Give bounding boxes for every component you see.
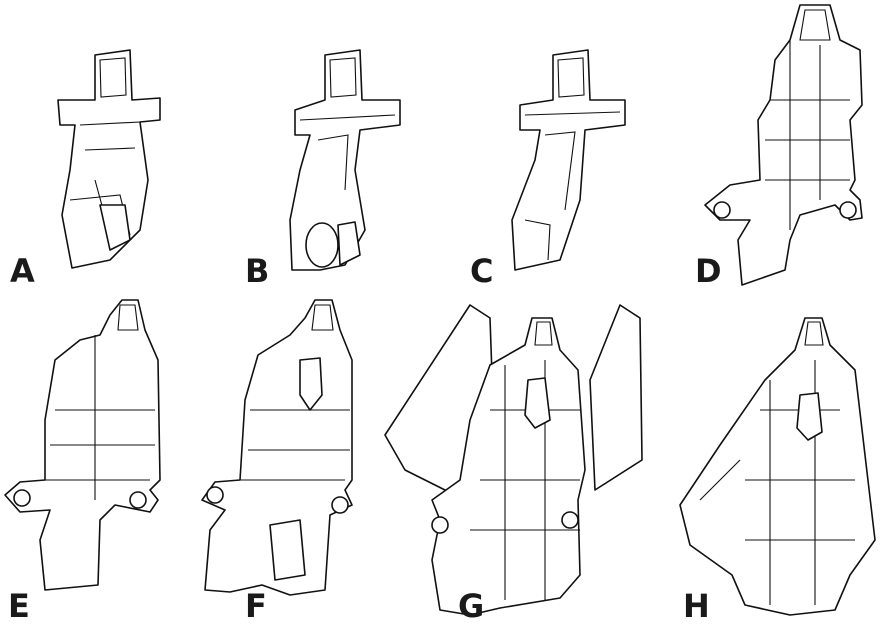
- figure-d: [704, 4, 863, 286]
- panel-label-h: H: [683, 587, 710, 625]
- panel-label-b: B: [245, 252, 270, 290]
- panel-label-g: G: [458, 587, 485, 625]
- figure-a: [57, 49, 161, 269]
- figure-c: [511, 49, 626, 271]
- figure-f: [201, 299, 353, 596]
- figure-b: [289, 49, 401, 271]
- panel-label-c: C: [470, 252, 494, 290]
- panel-label-a: A: [10, 252, 35, 290]
- panel-label-f: F: [245, 587, 267, 625]
- figure-h: [679, 317, 876, 616]
- figure-g: [384, 304, 643, 616]
- figure-e: [4, 299, 161, 591]
- panel-label-d: D: [695, 252, 722, 290]
- panel-label-e: E: [8, 587, 30, 625]
